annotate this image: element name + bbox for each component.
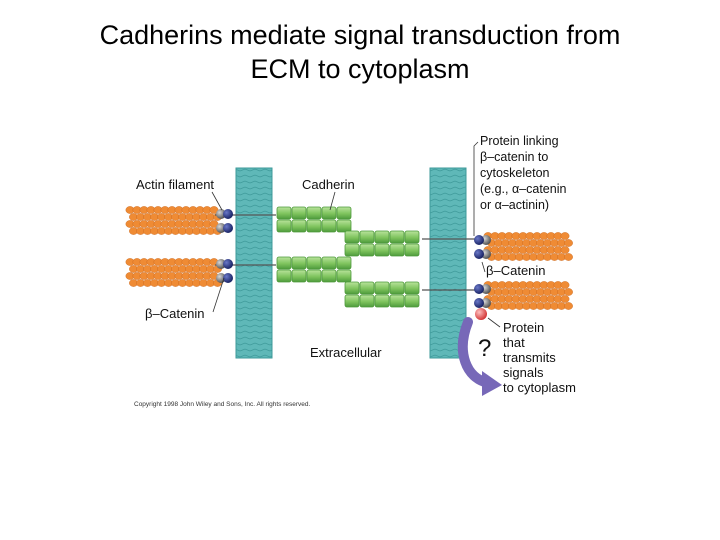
question-mark: ? bbox=[478, 335, 491, 362]
signal-protein-line-3: transmits bbox=[503, 350, 556, 365]
actin-filament bbox=[483, 246, 573, 261]
linking-protein-line-4: (e.g., α–catenin bbox=[480, 182, 566, 196]
alpha-catenin bbox=[481, 298, 491, 308]
cadherin-molecule bbox=[344, 281, 488, 308]
cadherin-molecule bbox=[215, 256, 352, 283]
leader-lines bbox=[211, 141, 501, 328]
beta-catenin bbox=[474, 235, 484, 245]
alpha-catenin bbox=[481, 284, 491, 294]
actin-filament bbox=[125, 258, 222, 273]
actin-filament bbox=[483, 295, 573, 310]
catenin-pair bbox=[474, 284, 491, 294]
linking-protein-label: Protein linking β–catenin to cytoskeleto… bbox=[480, 134, 566, 212]
beta-catenin bbox=[223, 273, 233, 283]
linking-protein-line-2: β–catenin to bbox=[480, 150, 548, 164]
linking-protein-line-3: cytoskeleton bbox=[480, 166, 550, 180]
alpha-catenin bbox=[216, 223, 226, 233]
signal-protein-line-4: signals bbox=[503, 365, 544, 380]
actin-filament bbox=[125, 220, 222, 235]
signal-protein-line-2: that bbox=[503, 335, 525, 350]
catenin-pair bbox=[474, 249, 491, 259]
title-line-2: ECM to cytoplasm bbox=[250, 54, 470, 84]
beta-catenin bbox=[223, 259, 233, 269]
beta-catenin bbox=[223, 209, 233, 219]
actin-filament bbox=[125, 272, 222, 287]
actin-filament bbox=[483, 281, 573, 296]
cadherin-label: Cadherin bbox=[302, 177, 355, 192]
beta-catenin bbox=[474, 284, 484, 294]
catenin-pair bbox=[474, 235, 491, 245]
left-membrane bbox=[235, 167, 273, 359]
cadherin-molecule bbox=[215, 206, 352, 233]
catenin-pair bbox=[216, 209, 233, 219]
beta-catenin bbox=[474, 298, 484, 308]
alpha-catenin bbox=[481, 249, 491, 259]
alpha-catenin bbox=[216, 259, 226, 269]
catenin-pair bbox=[216, 273, 233, 283]
actin-filaments bbox=[125, 206, 573, 310]
beta-catenin-left-label: β–Catenin bbox=[145, 306, 205, 321]
beta-catenin bbox=[474, 249, 484, 259]
actin-filament-label: Actin filament bbox=[136, 177, 214, 192]
signal-protein-label: Protein that transmits signals to cytopl… bbox=[503, 320, 576, 395]
signal-protein-line-5: to cytoplasm bbox=[503, 380, 576, 395]
curved-arrow-icon bbox=[457, 317, 502, 396]
title-line-1: Cadherins mediate signal transduction fr… bbox=[99, 20, 621, 50]
slide-title: Cadherins mediate signal transduction fr… bbox=[40, 18, 680, 86]
linking-protein-line-5: or α–actinin) bbox=[480, 198, 549, 212]
alpha-catenin bbox=[216, 209, 226, 219]
catenin-pair bbox=[216, 259, 233, 269]
copyright-notice: Copyright 1998 John Wiley and Sons, Inc.… bbox=[134, 401, 311, 408]
right-membrane bbox=[429, 167, 467, 359]
signal-protein-line-1: Protein bbox=[503, 320, 544, 335]
actin-filament bbox=[483, 232, 573, 247]
beta-catenin bbox=[223, 223, 233, 233]
extracellular-label: Extracellular bbox=[310, 345, 382, 360]
beta-catenin-right-label: β–Catenin bbox=[486, 263, 546, 278]
cadherin-molecule bbox=[344, 230, 488, 257]
catenin-pair bbox=[474, 298, 491, 308]
actin-filament bbox=[125, 206, 222, 221]
signal-protein bbox=[475, 308, 487, 320]
alpha-catenin bbox=[481, 235, 491, 245]
catenin-pair bbox=[216, 223, 233, 233]
linking-protein-line-1: Protein linking bbox=[480, 134, 559, 148]
cadherin-molecules bbox=[215, 206, 488, 308]
catenin-complexes bbox=[216, 209, 491, 308]
